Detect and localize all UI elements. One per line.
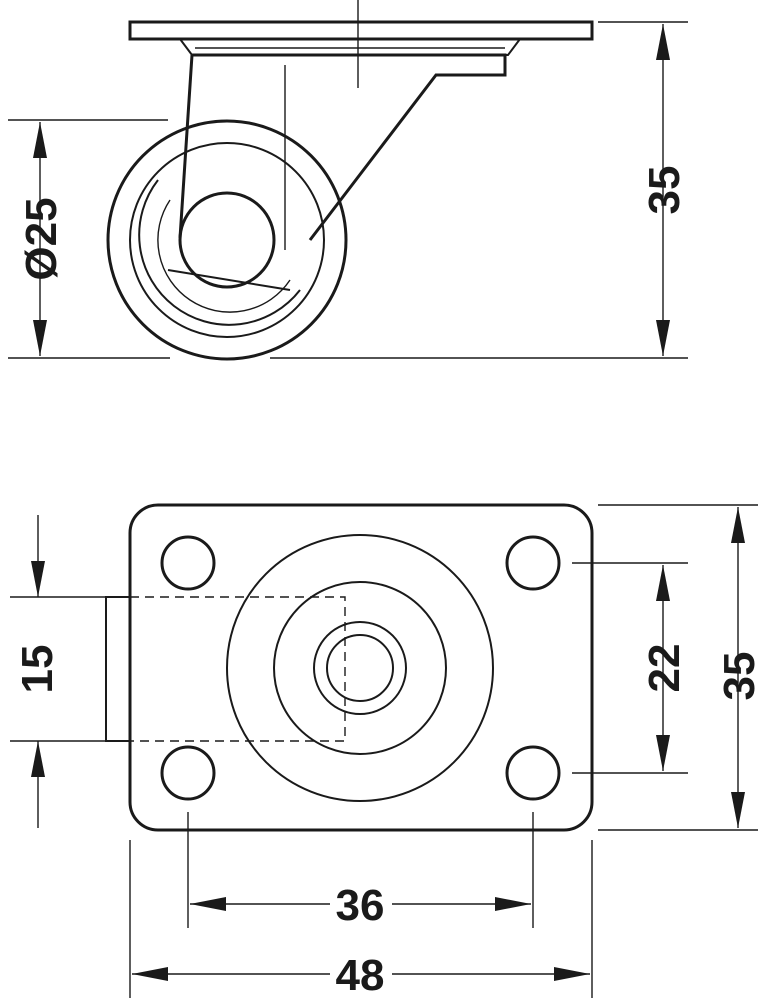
offset-label: 15	[13, 645, 62, 694]
hole-spacing-horizontal-label: 36	[336, 881, 385, 930]
swivel-washer	[179, 38, 521, 56]
bearing-middle-ring	[273, 581, 447, 755]
plate-width-label: 48	[336, 951, 385, 1000]
mounting-hole-top-right	[505, 535, 561, 591]
overall-height-label: 35	[640, 166, 689, 215]
top-mounting-plate	[128, 20, 594, 41]
plate-height-label: 35	[715, 652, 760, 701]
base-plate	[128, 503, 594, 832]
mounting-hole-bottom-left	[160, 745, 216, 801]
wheel-rim	[129, 142, 325, 338]
bearing-inner-ring	[313, 621, 407, 715]
bearing-outer-ring	[226, 534, 494, 802]
side-view: Ø25 35	[8, 0, 689, 361]
hole-spacing-vertical-label: 22	[640, 644, 689, 693]
fork-projection	[105, 596, 131, 742]
hidden-fork-outline	[130, 596, 346, 742]
wheel-dashed-outline	[107, 120, 347, 360]
mounting-hole-bottom-right	[505, 745, 561, 801]
plate-view: 15 22 35 36 48	[10, 503, 760, 1000]
fork-bracket	[178, 53, 507, 241]
swivel-pin	[326, 634, 394, 702]
wheel-diameter-label: Ø25	[17, 197, 66, 280]
axle-boss	[178, 191, 276, 289]
mounting-hole-top-left	[160, 535, 216, 591]
